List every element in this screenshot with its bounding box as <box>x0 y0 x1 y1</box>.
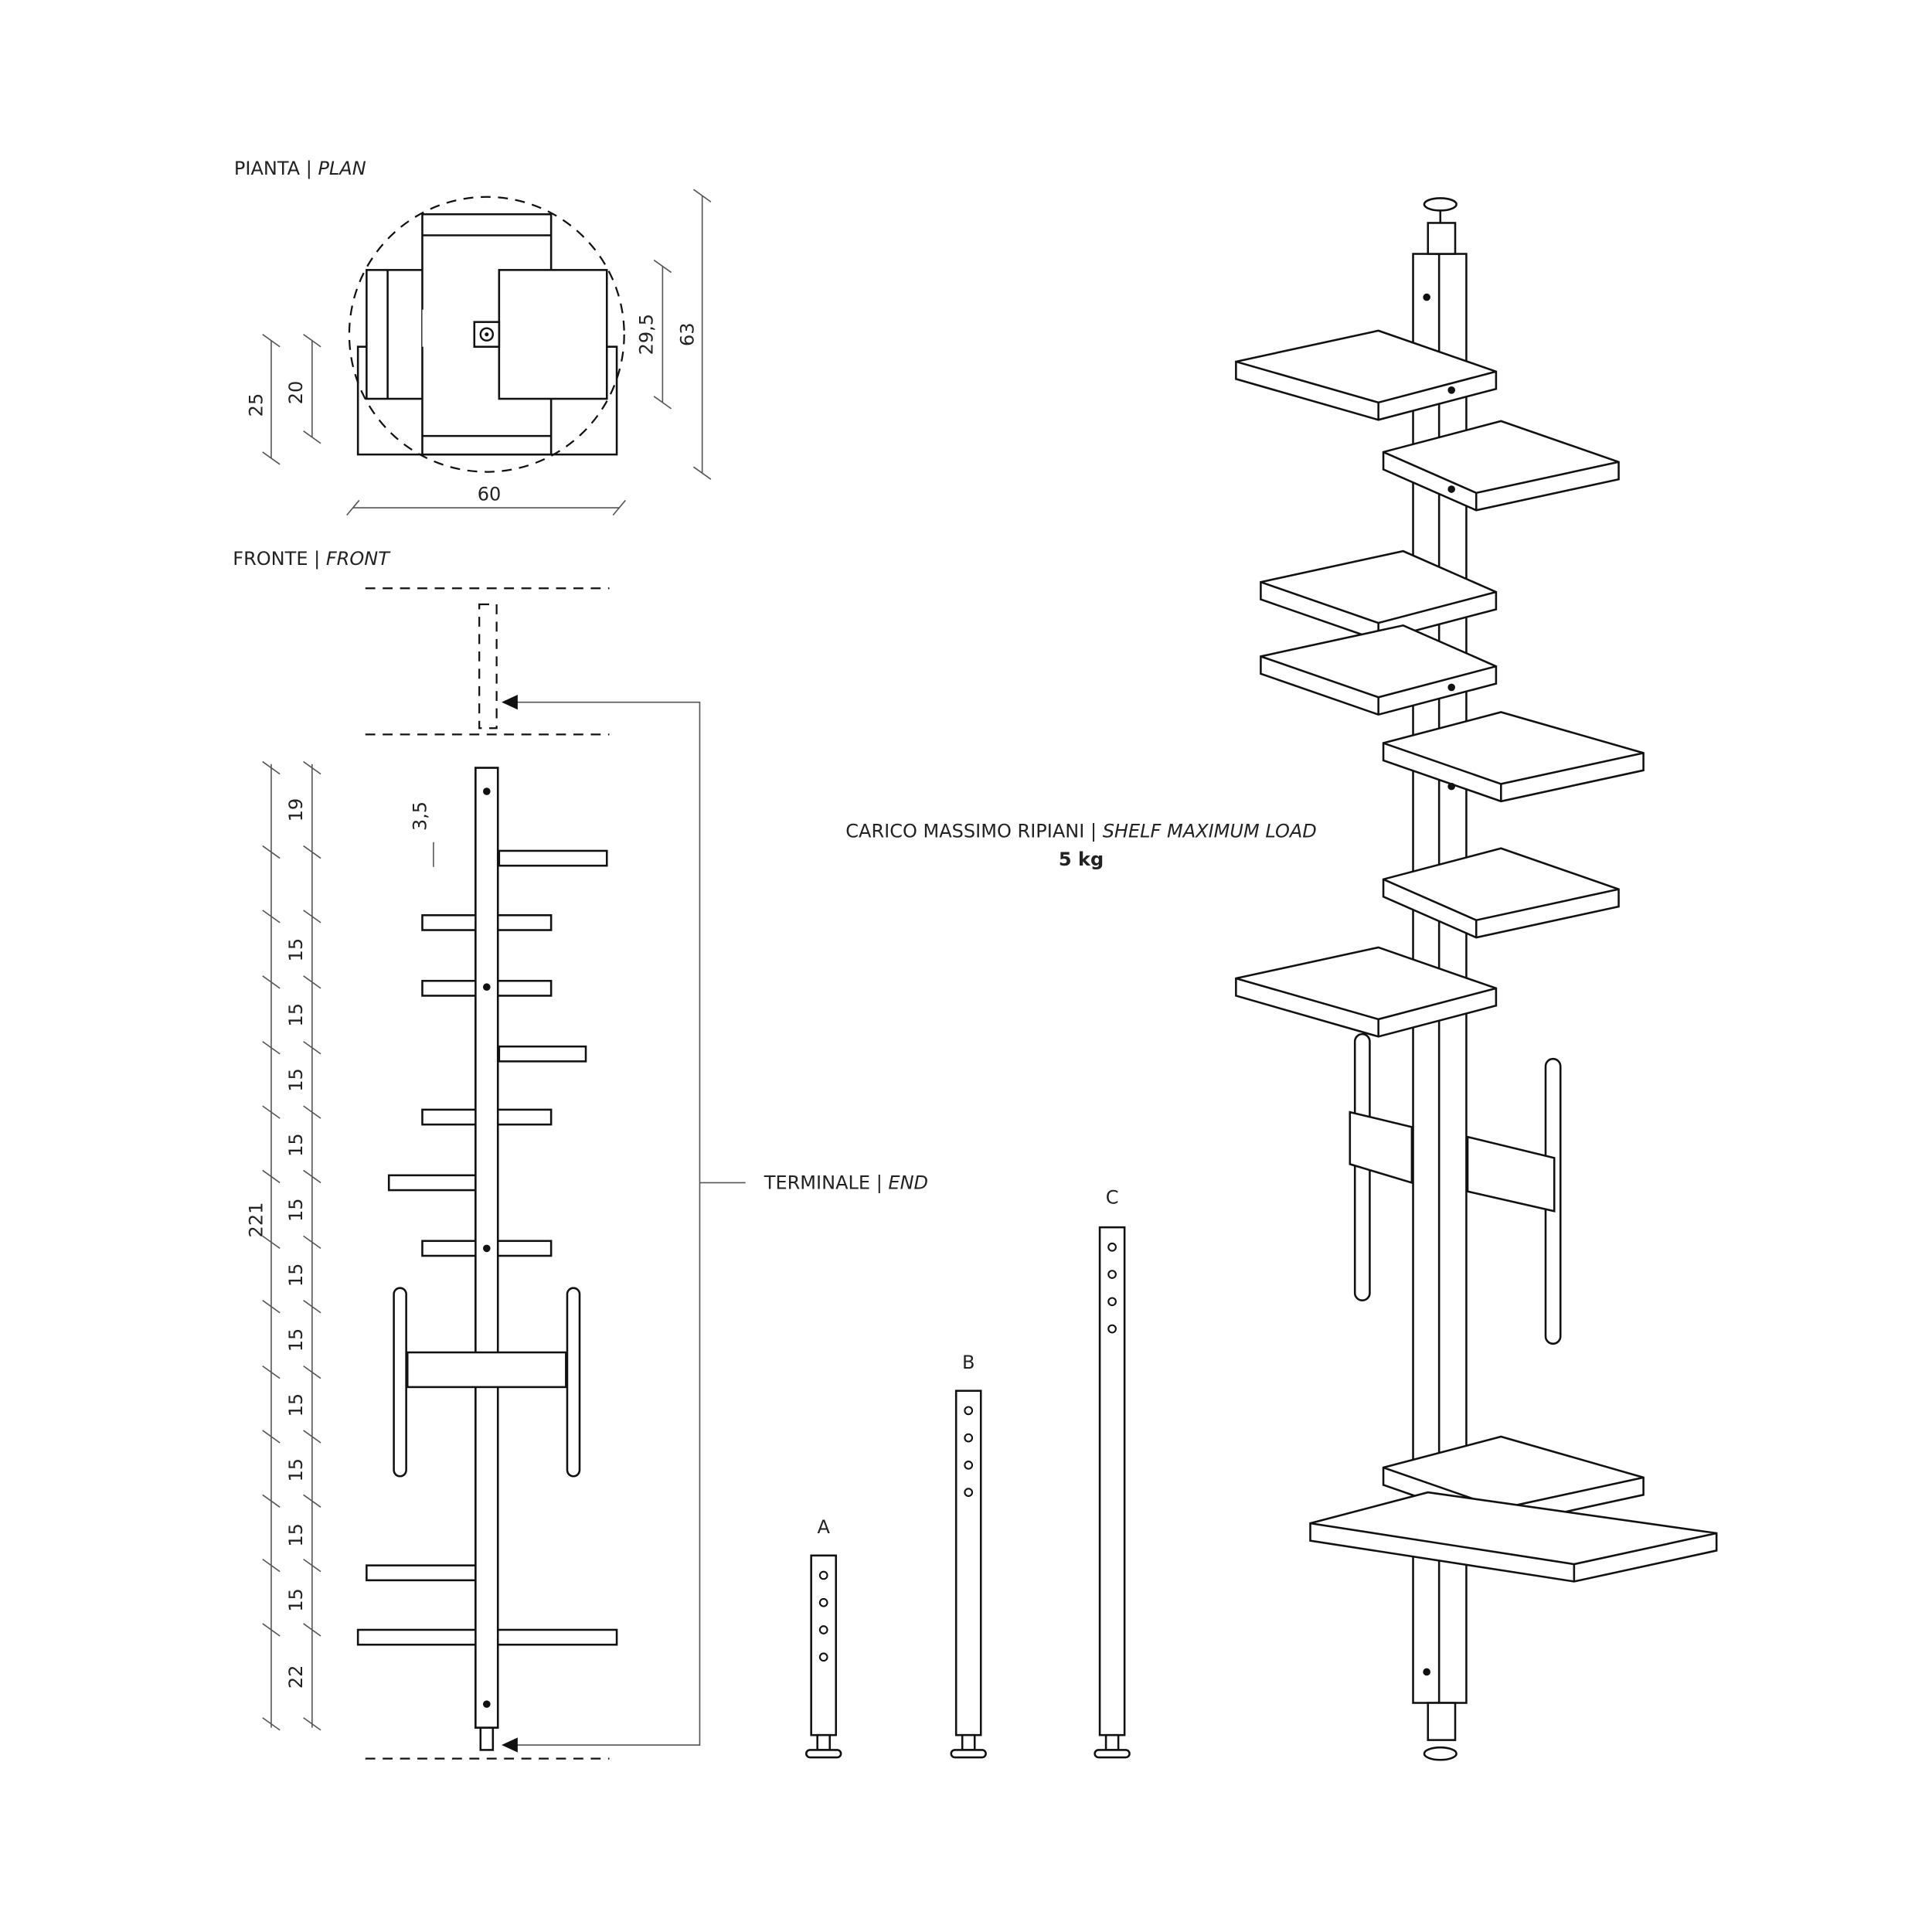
dim-gap-6: 15 <box>285 1264 307 1287</box>
piece-a <box>810 1554 838 1736</box>
end-extension-dashed <box>478 603 498 730</box>
dim-shelf-a: 29,5 <box>636 314 658 355</box>
dim-gap-top: 19 <box>285 798 307 822</box>
dim-gap-shelf: 3,5 <box>409 801 430 831</box>
dim-gap-2: 15 <box>285 1003 307 1027</box>
front-title: FRONTE | FRONT <box>233 548 391 570</box>
dim-gap-8: 15 <box>285 1393 307 1417</box>
hole-icon <box>1107 1242 1117 1252</box>
load-value: 5 kg <box>1059 849 1104 870</box>
foot <box>1094 1749 1131 1759</box>
plan-left-shelf <box>366 269 426 400</box>
foot <box>950 1749 987 1759</box>
dim-gap-7: 15 <box>285 1328 307 1352</box>
hole-icon <box>1107 1324 1117 1334</box>
dim-shelf-c: 20 <box>285 381 307 405</box>
plan-right-shelf <box>498 269 608 400</box>
hole-icon <box>964 1488 974 1497</box>
pieces: A B C <box>804 1187 1131 1759</box>
piece-a-label: A <box>817 1516 830 1538</box>
front-bracket <box>406 1351 567 1389</box>
dim-gap-3: 15 <box>285 1068 307 1092</box>
plan-view: PIANTA | PLAN 60 63 29,5 25 20 <box>234 158 712 516</box>
dim-width: 60 <box>478 483 502 505</box>
piece-b <box>954 1389 982 1736</box>
hole-icon <box>818 1652 828 1662</box>
dim-depth: 63 <box>676 322 698 346</box>
dim-gap-1: 15 <box>285 938 307 962</box>
load-label: CARICO MASSIMO RIPIANI | SHELF MAXIMUM L… <box>845 820 1317 842</box>
front-view: FRONTE | FRONT TERMINALE | END 221 19 3,… <box>233 548 928 1760</box>
dim-shelf-b: 25 <box>246 393 267 417</box>
hole-icon <box>964 1406 974 1416</box>
hole-icon <box>818 1570 828 1580</box>
iso-bracket <box>1349 1111 1413 1185</box>
foot <box>804 1749 842 1759</box>
isometric-view <box>1235 197 1718 1761</box>
hole-icon <box>818 1597 828 1607</box>
plan-footprint-circle <box>348 196 625 473</box>
piece-b-label: B <box>962 1352 975 1373</box>
hole-icon <box>1107 1297 1117 1307</box>
dim-gap-4: 15 <box>285 1133 307 1157</box>
dim-gap-9: 15 <box>285 1458 307 1482</box>
hole-icon <box>964 1433 974 1443</box>
dim-total: 221 <box>246 1202 267 1238</box>
end-label: TERMINALE | END <box>764 1172 928 1193</box>
dim-gap-11: 15 <box>285 1588 307 1612</box>
front-arrow-lines <box>508 701 746 1746</box>
hole-icon <box>1107 1270 1117 1279</box>
front-shelves <box>356 767 618 1729</box>
piece-c-label: C <box>1106 1187 1119 1209</box>
hole-icon <box>818 1625 828 1634</box>
dim-gap-10: 15 <box>285 1523 307 1547</box>
plan-title: PIANTA | PLAN <box>234 158 366 179</box>
dim-gap-bottom: 22 <box>285 1665 307 1689</box>
dim-gap-5: 15 <box>285 1198 307 1222</box>
hole-icon <box>964 1460 974 1470</box>
